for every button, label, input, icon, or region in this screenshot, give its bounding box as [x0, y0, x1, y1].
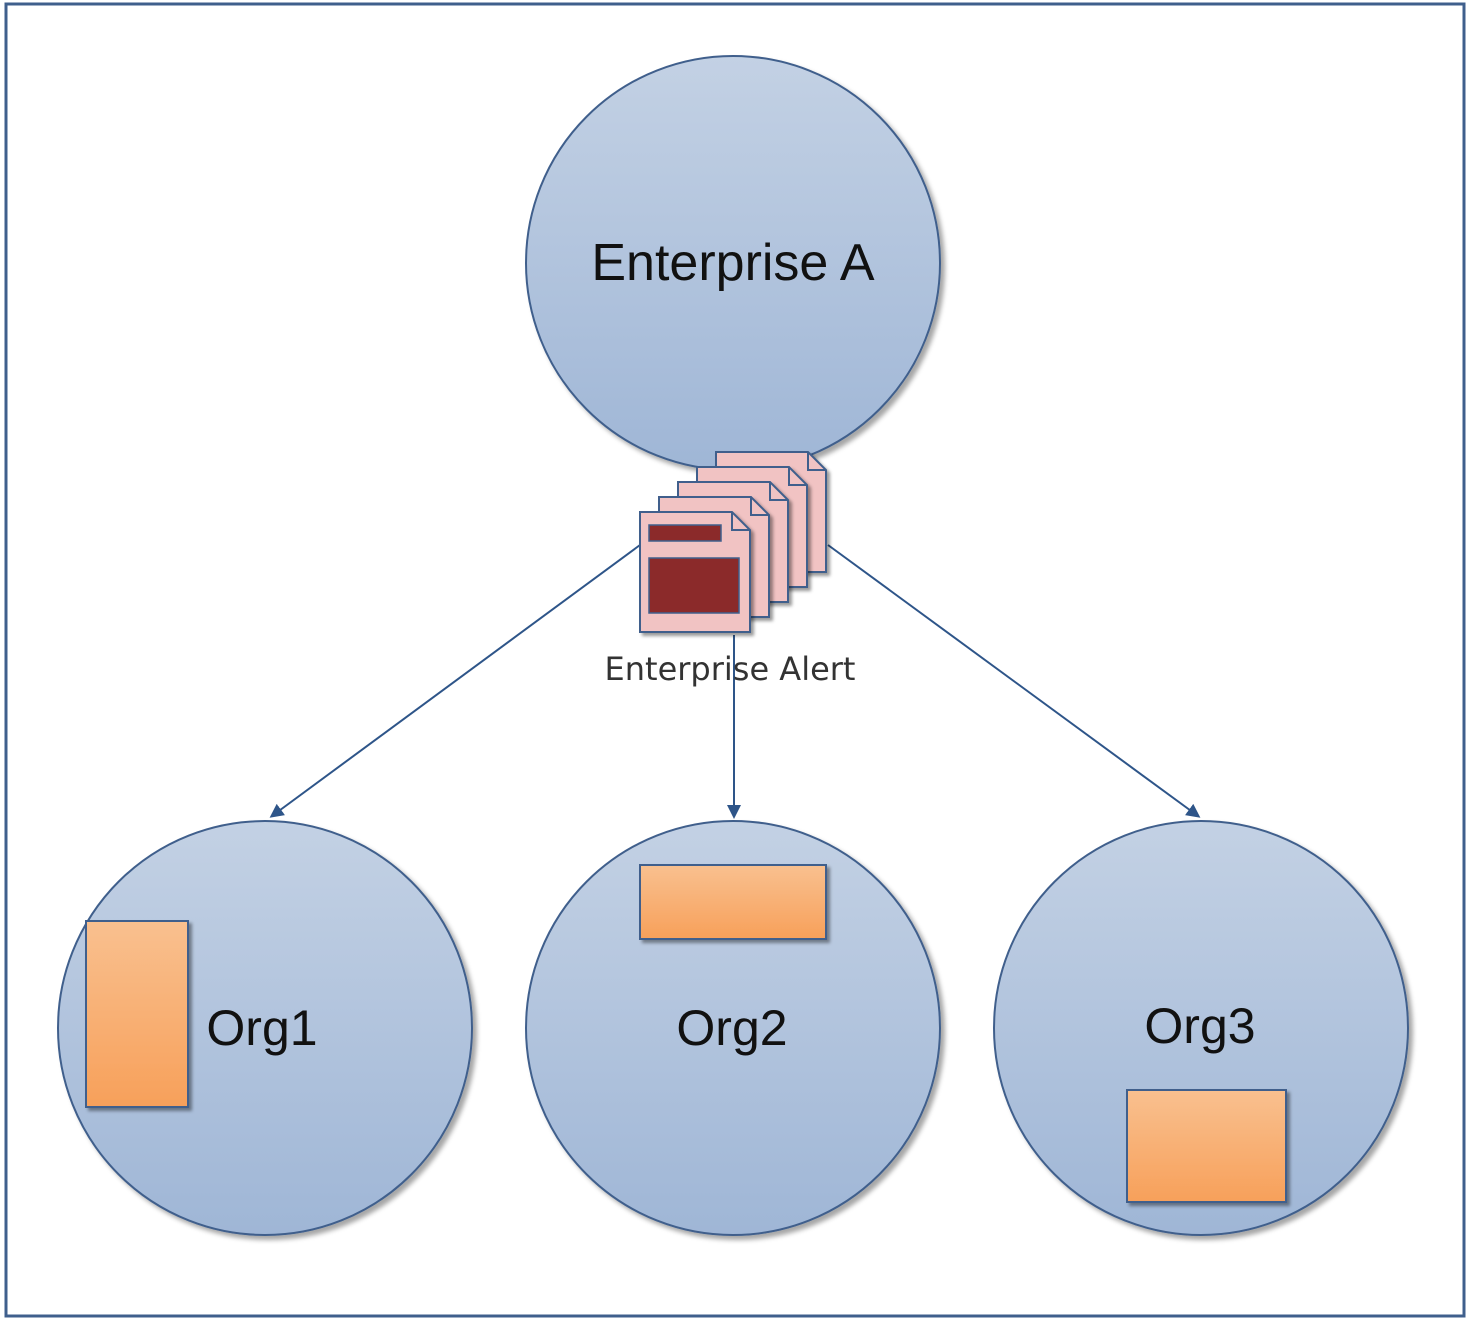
- edge-to-org1: [269, 544, 641, 818]
- edge-to-org3: [827, 544, 1201, 818]
- org3-box: [1126, 1089, 1287, 1203]
- enterprise-alert-icon[interactable]: Enterprise Alert: [605, 451, 856, 688]
- enterprise-node[interactable]: Enterprise A: [525, 55, 941, 471]
- org1-box: [85, 920, 189, 1108]
- org1-node[interactable]: Org1: [57, 820, 473, 1236]
- alert-doc-front: [639, 511, 751, 633]
- org2-node[interactable]: Org2: [525, 820, 941, 1236]
- alert-doc-header-bar: [648, 524, 722, 542]
- org2-label: Org2: [676, 1000, 787, 1056]
- alert-doc-body-block: [648, 557, 740, 614]
- org3-circle: [993, 820, 1409, 1236]
- enterprise-alert-label: Enterprise Alert: [605, 650, 856, 688]
- org2-circle: [525, 820, 941, 1236]
- org3-label: Org3: [1144, 998, 1255, 1054]
- org2-box: [639, 864, 827, 940]
- edges: [269, 544, 1201, 819]
- org1-label: Org1: [206, 1000, 317, 1056]
- org3-node[interactable]: Org3: [993, 820, 1409, 1236]
- enterprise-label: Enterprise A: [591, 234, 875, 292]
